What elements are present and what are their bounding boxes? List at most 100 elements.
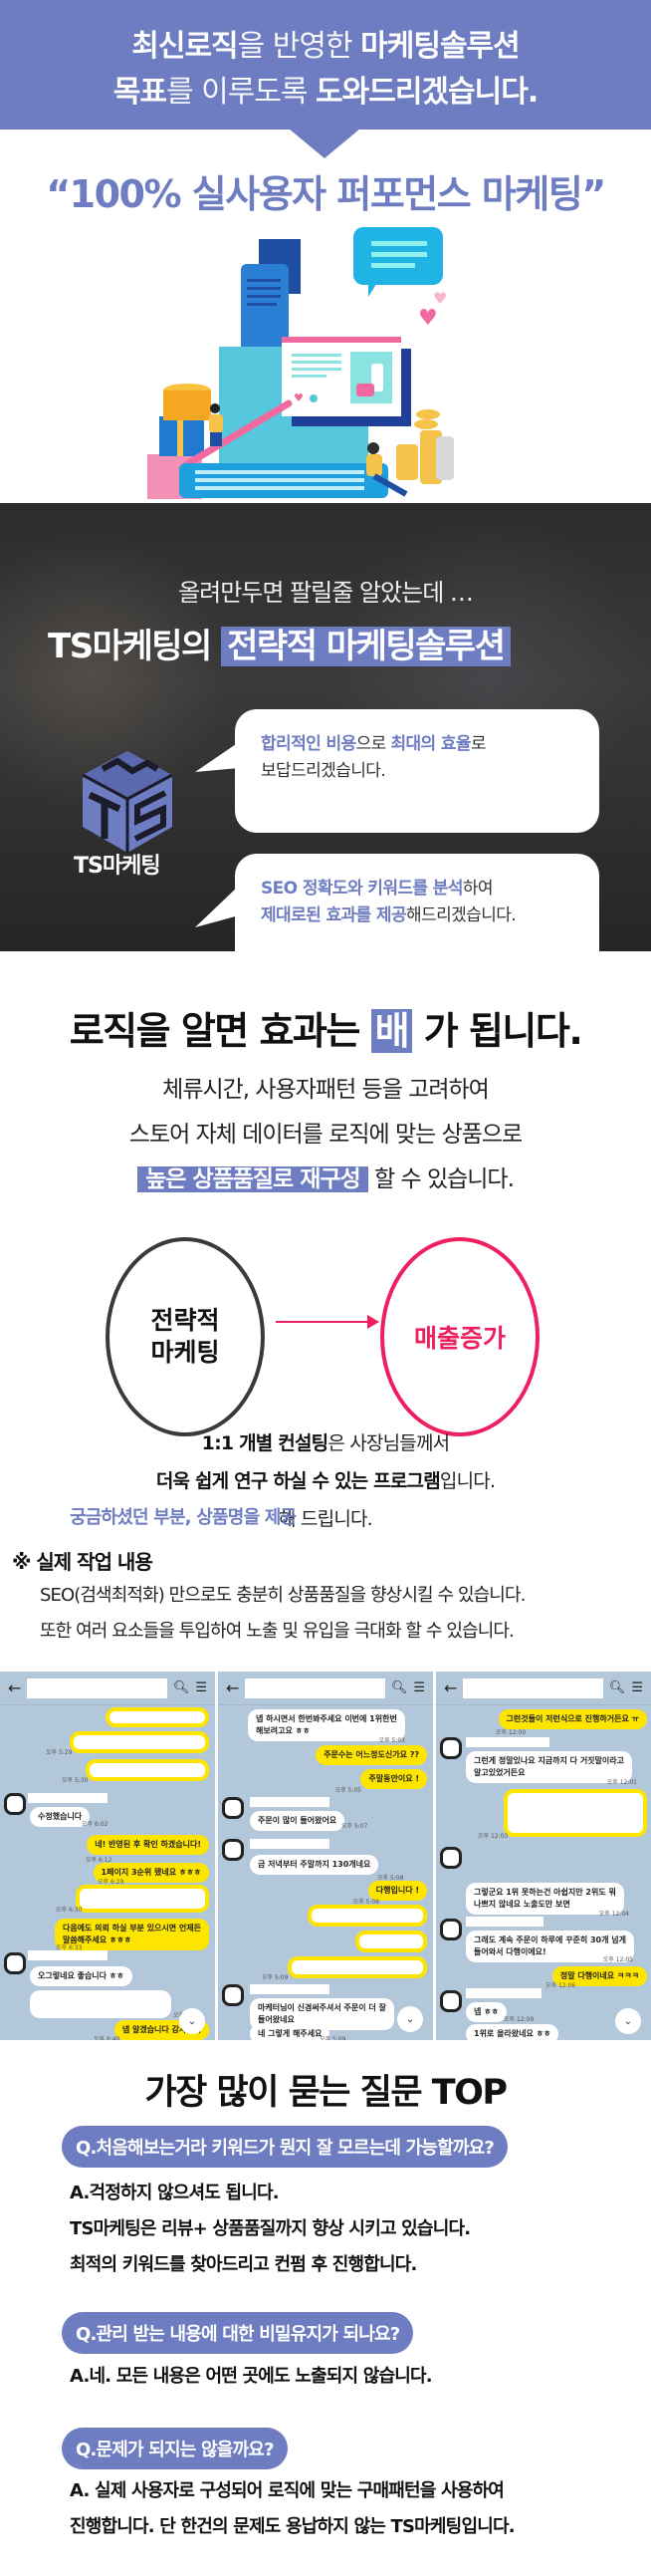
bubble-keyword: 제대로된 효과를 제공 xyxy=(261,905,407,925)
chat-message-redacted xyxy=(504,1789,647,1837)
avatar xyxy=(440,1919,462,1940)
hero-pointer xyxy=(289,129,360,158)
avatar xyxy=(440,1990,462,2012)
hero-bold-text: 마케팅솔루션 xyxy=(360,29,521,64)
menu-icon[interactable]: ☰ xyxy=(413,1680,425,1695)
sender-name-redacted xyxy=(466,1988,542,1998)
avatar xyxy=(222,1797,244,1819)
chat-message: 주말동안이요 ! xyxy=(360,1769,427,1789)
bubble-text: 로 xyxy=(470,734,487,754)
back-arrow-icon[interactable]: ← xyxy=(8,1678,22,1697)
message-line: 나쁘지 않네요 노출도만 보면 xyxy=(474,1900,570,1909)
chat-title-redacted xyxy=(245,1677,385,1698)
bubble-keyword: 최대의 효율 xyxy=(390,734,471,754)
chat-message: 정말 다행이네요 ㅋㅋㅋ xyxy=(551,1966,647,1986)
speech-bubble-cost: 합리적인 비용으로 최대의 효율로 보답드리겠습니다. xyxy=(235,709,599,833)
faq-answer-line: A. 실제 사용자로 구성되어 로직에 맞는 구매패턴을 사용하여 xyxy=(70,2480,505,2501)
back-arrow-icon[interactable]: ← xyxy=(444,1678,458,1697)
faq-answer-line: A.걱정하지 않으셔도 됩니다. xyxy=(70,2183,280,2203)
work-line: 또한 여러 요소들을 투입하여 노출 및 유입을 극대화 할 수 있습니다. xyxy=(40,1621,515,1642)
message-line: 그런게 정말있나요 지금까지 다 거짓말이라고 xyxy=(474,1756,624,1765)
work-line: SEO(검색최적화) 만으로도 충분히 상품품질을 향상시킬 수 있습니다. xyxy=(40,1585,526,1606)
chat-message: 다행입니다 ! xyxy=(367,1881,427,1901)
logic-highlight: 높은 상품품질로 재구성 xyxy=(137,1166,368,1192)
chat-body: 오후 5:29 오후 5:30 수정했습니다 오후 6:02 네! 반영된 후 … xyxy=(0,1705,215,2040)
speech-bubble-tail-icon xyxy=(195,742,239,772)
message-time: 오후 5:08 xyxy=(352,1899,379,1906)
sender-name-redacted xyxy=(250,1797,329,1807)
menu-icon[interactable]: ☰ xyxy=(631,1680,643,1695)
hero-line-2: 목표를 이루도록 도와드리겠습니다. xyxy=(0,70,651,116)
message-time: 오후 5:30 xyxy=(62,1777,89,1784)
faq-answer-line: TS마케팅은 리뷰+ 상품품질까지 향상 시키고 있습니다. xyxy=(70,2218,471,2239)
bubble-keyword: 합리적인 비용 xyxy=(261,734,356,754)
logic-line: 스토어 자체 데이터를 로직에 맞는 상품으로 xyxy=(128,1122,523,1148)
hero-banner: 최신로직을 반영한 마케팅솔루션 목표를 이루도록 도와드리겠습니다. xyxy=(0,0,651,129)
search-icon[interactable]: 🔍︎ xyxy=(608,1680,626,1695)
chat-body: 그런것들이 저런식으로 진행하거든요 ㅠ 오후 12:00 그런게 정말있나요 … xyxy=(436,1705,651,2040)
chat-panel: ← 🔍︎ ☰ 그런것들이 저런식으로 진행하거든요 ㅠ 오후 12:00 그런게… xyxy=(436,1672,651,2040)
faq-answer-line: 진행합니다. 단 한건의 문제도 용납하지 않는 TS마케팅입니다. xyxy=(70,2516,516,2537)
faq-answer-line: 최적의 키워드를 찾아드리고 컨펌 후 진행합니다. xyxy=(70,2254,417,2275)
message-time: 오후 12:00 xyxy=(496,1729,527,1736)
chat-panel: ← 🔍︎ ☰ 오후 5:29 오후 5:30 수정했습니다 오후 6:02 네!… xyxy=(0,1672,215,2040)
back-arrow-icon[interactable]: ← xyxy=(226,1678,240,1697)
chat-message: 1위로 올라왔네요 ㅎㅎ xyxy=(466,2024,559,2040)
sender-name-redacted xyxy=(28,1950,108,1960)
logic-description: 체류시간, 사용자패턴 등을 고려하여 스토어 자체 데이터를 로직에 맞는 상… xyxy=(0,1068,651,1202)
chat-header: ← 🔍︎ ☰ xyxy=(436,1672,651,1705)
scroll-down-button[interactable]: ⌄ xyxy=(179,2008,205,2034)
message-time: 오후 6:29 xyxy=(98,1879,124,1886)
chat-message: 그런것들이 저런식으로 진행하거든요 ㅠ xyxy=(498,1709,647,1729)
message-time: 오후 5:05 xyxy=(334,1787,361,1794)
bubble-text: 으로 xyxy=(355,734,391,754)
faq-answer: A.네. 모든 내용은 어떤 곳에도 노출되지 않습니다. xyxy=(70,2359,433,2395)
headline-quote: “100% 실사용자 퍼포먼스 마케팅” xyxy=(46,172,606,216)
chat-message: 주문이 많이 들어왔어요 xyxy=(250,1811,345,1831)
message-time: 오후 5:07 xyxy=(341,1823,368,1830)
message-line: 알고있었거든요 xyxy=(474,1768,526,1777)
message-line: 해보려고요 ㅎㅎ xyxy=(256,1726,311,1735)
sender-name-redacted xyxy=(28,1793,108,1803)
logic-title-text: 로직을 알면 효과는 xyxy=(69,1009,371,1053)
chat-message: 금 저녁부터 주말까지 130개네요 xyxy=(250,1855,379,1875)
strategy-subtitle: 올려만두면 팔릴줄 알았는데 … xyxy=(178,579,474,607)
consult-bold: 더욱 쉽게 연구 하실 수 있는 프로그램 xyxy=(155,1470,441,1492)
circle-label: 마케팅 xyxy=(150,1338,220,1367)
chat-message: 주문수는 어느정도신가요 ?? xyxy=(316,1745,427,1765)
chat-message-redacted xyxy=(86,1759,209,1781)
message-time: 오후 5:03 xyxy=(378,1737,405,1744)
message-line: 말씀해주세요 ㅎㅎㅎ xyxy=(62,1935,131,1944)
logic-title-highlight: 배 xyxy=(370,1009,413,1053)
message-time: 오후 5:08 xyxy=(377,1875,404,1882)
circle-label: 매출증가 xyxy=(413,1324,506,1353)
bubble-text: 보답드리겠습니다. xyxy=(261,761,386,781)
chat-header: ← 🔍︎ ☰ xyxy=(0,1672,215,1705)
logic-line: 체류시간, 사용자패턴 등을 고려하여 xyxy=(162,1077,490,1103)
actual-work-title: ※ 실제 작업 내용 xyxy=(12,1550,153,1574)
menu-icon[interactable]: ☰ xyxy=(195,1680,207,1695)
arrow-head-icon xyxy=(367,1315,379,1329)
chat-message-redacted xyxy=(70,1731,209,1753)
search-icon[interactable]: 🔍︎ xyxy=(172,1680,190,1695)
avatar xyxy=(440,1847,462,1869)
message-line: 마케터님이 신경써주셔서 주문이 더 잘 xyxy=(258,2003,386,2012)
logo-label: TS마케팅 xyxy=(74,854,161,879)
sales-increase-circle: 매출증가 xyxy=(380,1237,540,1436)
message-time: 오후 12:09 xyxy=(504,2016,535,2023)
search-icon[interactable]: 🔍︎ xyxy=(390,1680,408,1695)
hero-light-text: 을 반영한 xyxy=(237,29,361,64)
strategy-section: 올려만두면 팔릴줄 알았는데 … TS마케팅의 전략적 마케팅솔루션 TS마케팅… xyxy=(0,503,651,951)
logic-title: 로직을 알면 효과는 배 가 됩니다. xyxy=(0,1000,651,1055)
scroll-down-button[interactable]: ⌄ xyxy=(397,2006,423,2032)
scroll-down-button[interactable]: ⌄ xyxy=(615,2008,641,2034)
chat-message-redacted xyxy=(355,1931,427,1952)
marketing-laptop-illustration: ♥ ♥ ♥ xyxy=(147,227,454,499)
message-line: 그래도 계속 주문이 하루에 꾸준히 30개 넘게 xyxy=(474,1935,626,1944)
consult-bold: 1:1 개별 컨설팅 xyxy=(201,1432,328,1454)
message-time: 오후 12:05 xyxy=(602,1956,633,1963)
hero-bold-text: 최신로직 xyxy=(131,29,238,64)
